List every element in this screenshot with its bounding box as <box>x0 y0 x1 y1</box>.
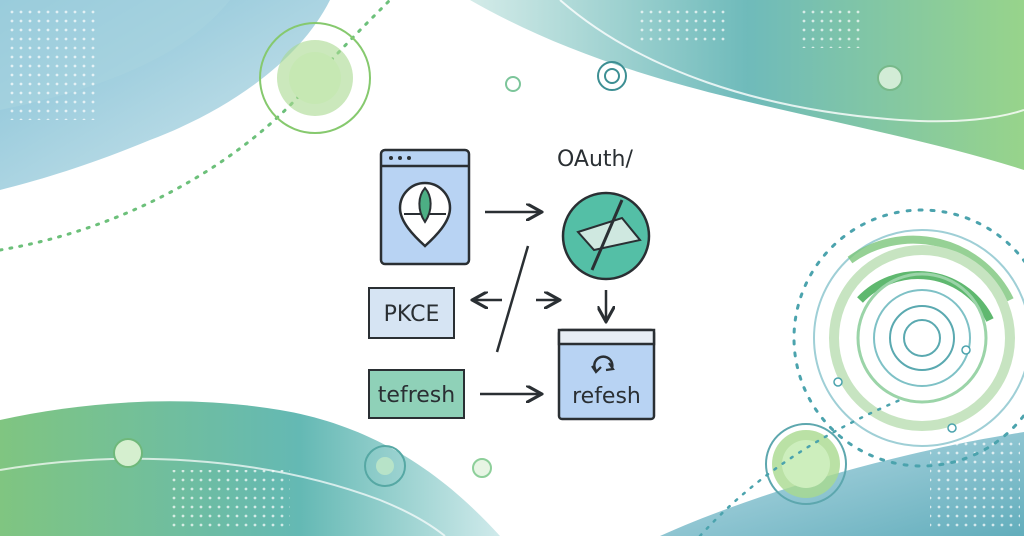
tefresh-label: tefresh <box>378 383 455 408</box>
oauth-server-node <box>561 191 651 281</box>
diagram-title: OAuth/ <box>557 147 633 172</box>
refresh-icon <box>591 355 615 374</box>
client-app-window-node <box>379 148 471 266</box>
pkce-node: PKCE <box>368 287 455 339</box>
edge-separator-slash <box>495 245 530 353</box>
slash-diamond-icon <box>576 199 642 271</box>
tefresh-node: tefresh <box>368 369 465 419</box>
refresh-window-label: refesh <box>572 384 641 409</box>
shield-rocket-icon <box>398 181 452 248</box>
refresh-window-node: refesh <box>557 328 656 421</box>
pkce-label: PKCE <box>384 302 440 327</box>
